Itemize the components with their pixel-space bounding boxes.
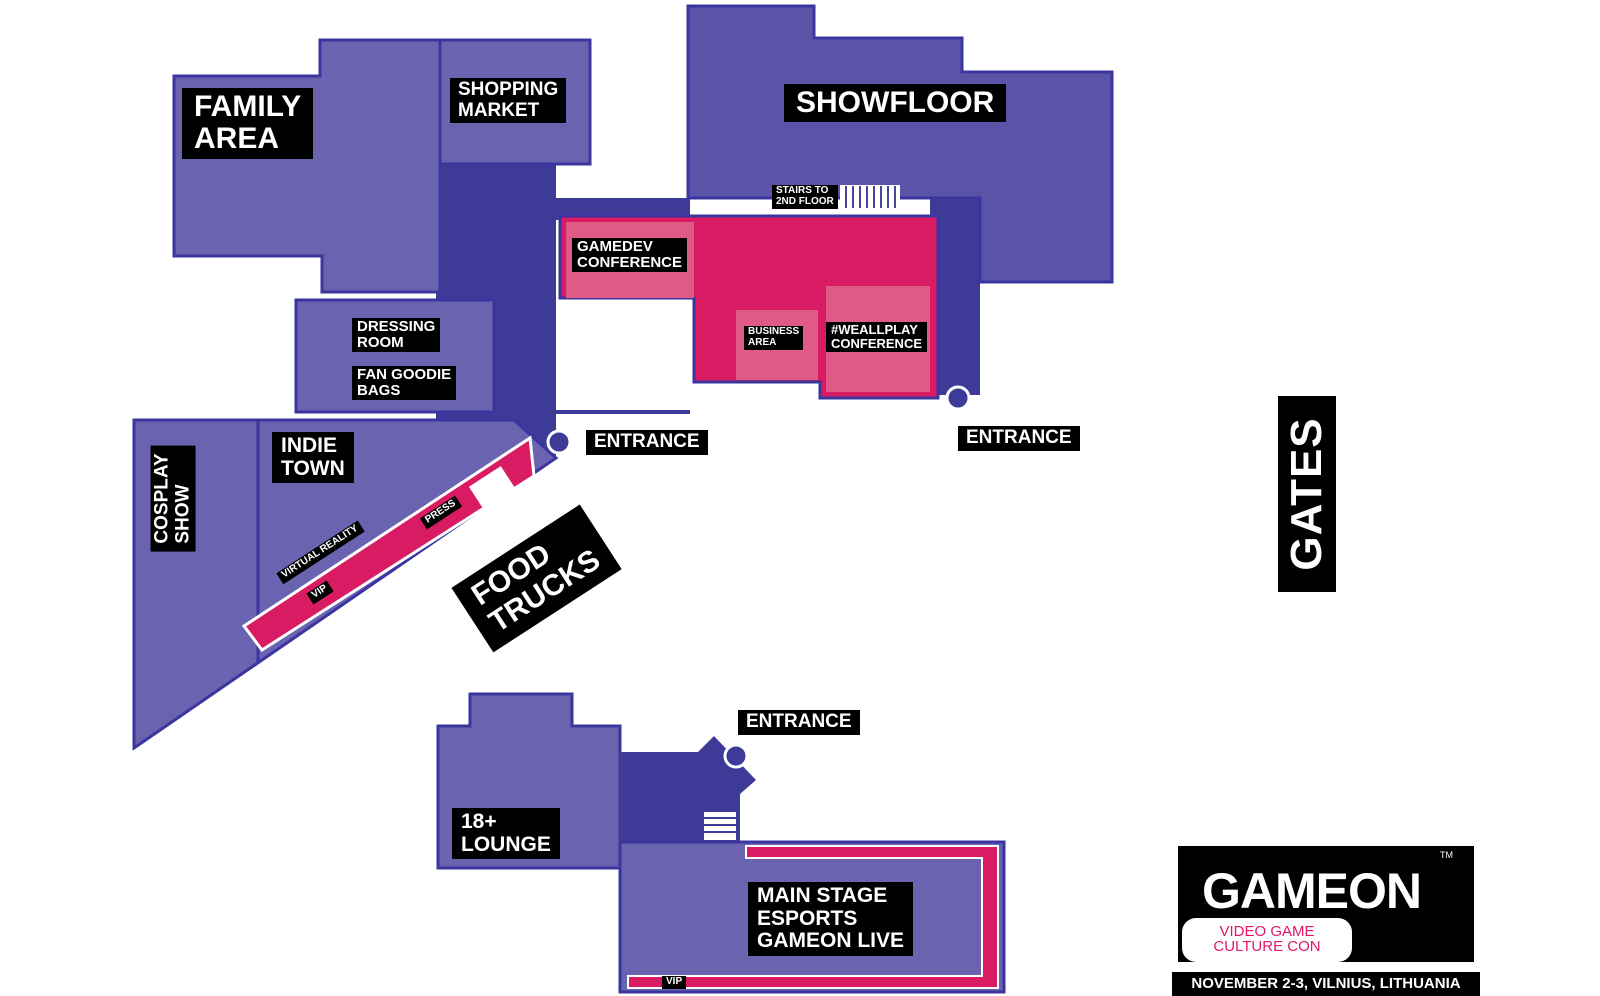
- main-stage-vip-label: VIP: [662, 976, 687, 989]
- main-stage-stairs-icon: [704, 812, 736, 840]
- entrance-marker-center[interactable]: [945, 385, 971, 411]
- showfloor-label: SHOWFLOOR: [784, 84, 1007, 123]
- entrance-label-north[interactable]: ENTRANCE: [586, 430, 708, 455]
- logo-trademark: TM: [1440, 850, 1453, 860]
- entrance-label-center[interactable]: ENTRANCE: [958, 426, 1080, 451]
- family-area-hall: [172, 38, 442, 294]
- press-stairs-icon: [468, 466, 518, 512]
- logo-date-line: NOVEMBER 2-3, VILNIUS, LITHUANIA: [1172, 972, 1480, 996]
- logo-wordmark: GAMEON: [1202, 863, 1422, 919]
- main-stage-vip-strip: [627, 845, 999, 989]
- stairs-icon: [840, 185, 900, 209]
- gates-label: GATES: [1278, 396, 1336, 592]
- lounge-label: 18+LOUNGE: [452, 808, 560, 860]
- entrance-marker-north[interactable]: [546, 429, 572, 455]
- entrance-marker-south[interactable]: [723, 743, 749, 769]
- entrance-line: [556, 410, 690, 414]
- entrance-label-south[interactable]: ENTRANCE: [738, 710, 860, 735]
